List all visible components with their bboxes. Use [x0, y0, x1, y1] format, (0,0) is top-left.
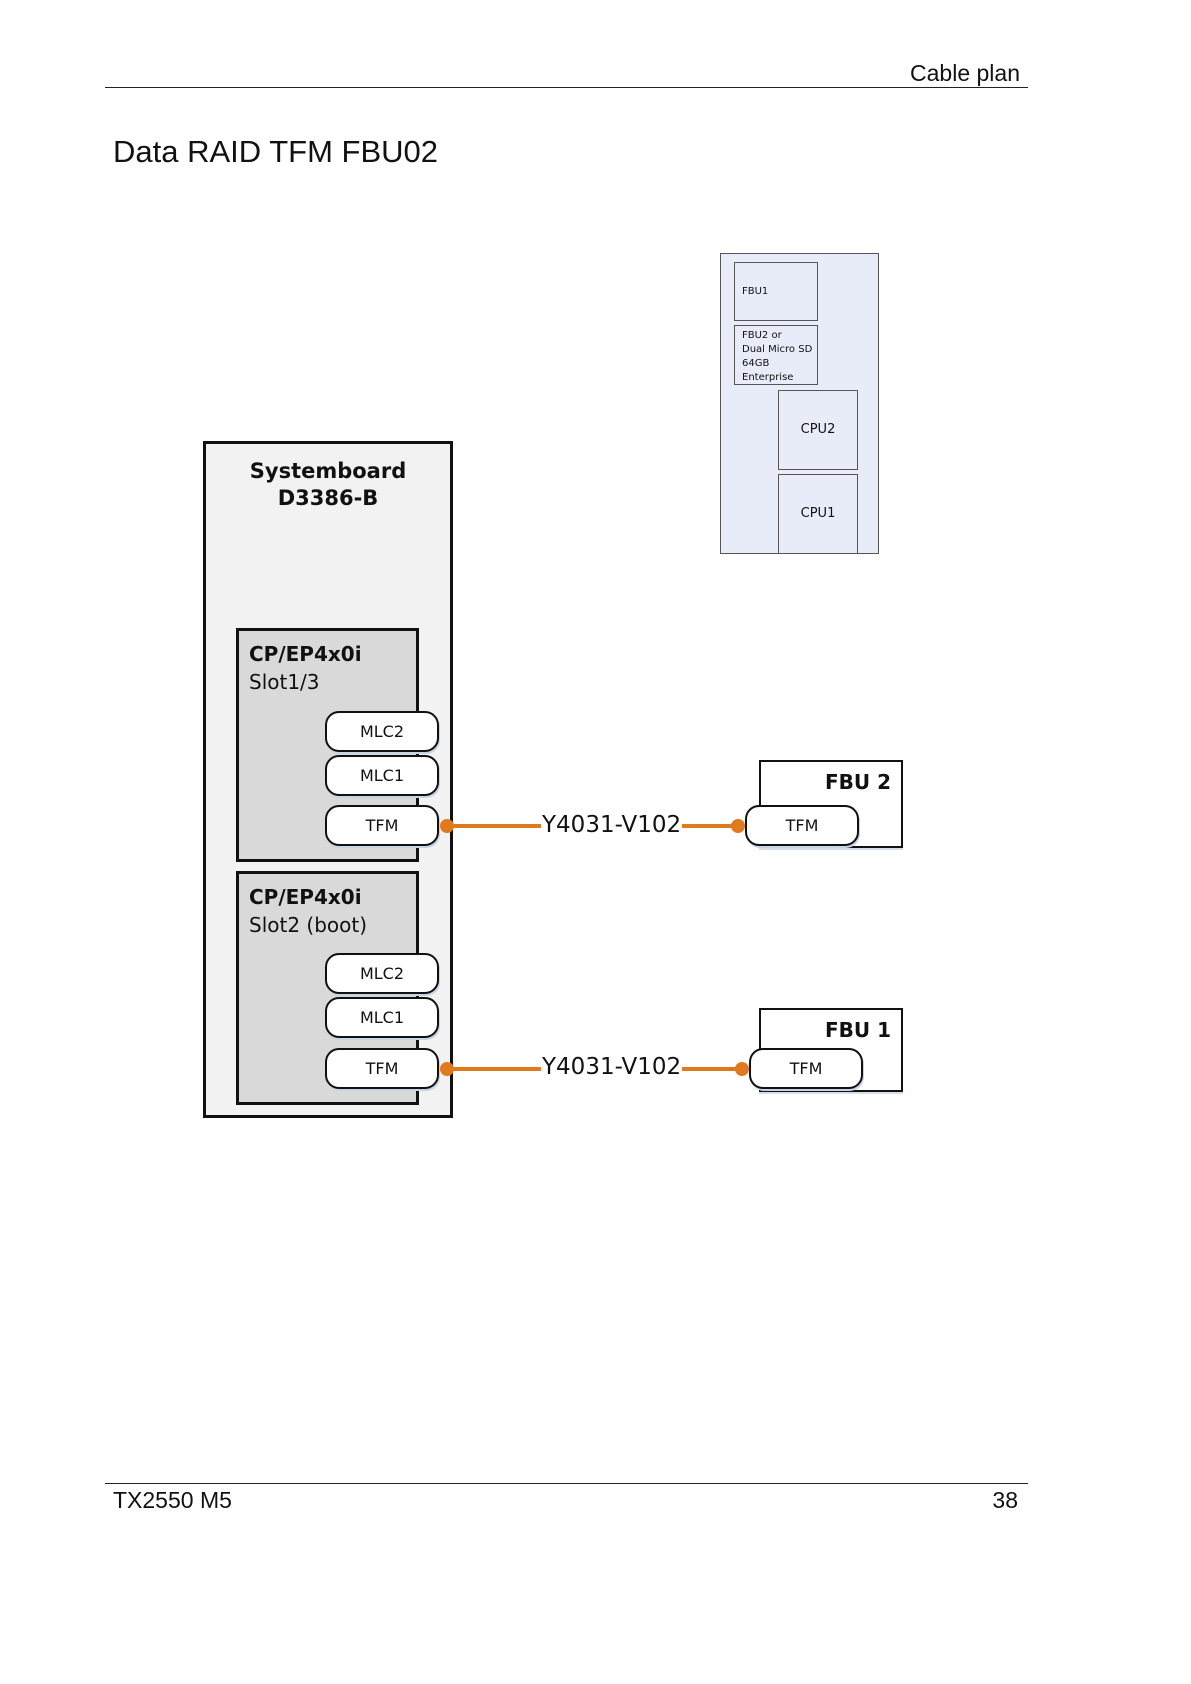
card2-port-tfm: TFM [325, 1048, 439, 1089]
header-rule [105, 87, 1028, 88]
card-title: CP/EP4x0i [249, 885, 362, 909]
systemboard-name: Systemboard [206, 458, 450, 485]
overview-fbu2-line: Dual Micro SD [742, 343, 817, 357]
systemboard-model: D3386-B [206, 485, 450, 512]
footer-page-number: 38 [992, 1487, 1018, 1514]
page-title: Data RAID TFM FBU02 [113, 134, 438, 170]
fbu1-port-tfm: TFM [749, 1048, 863, 1089]
footer-rule [105, 1483, 1028, 1484]
card-slot: Slot1/3 [249, 670, 320, 694]
fbu-title: FBU 1 [825, 1018, 891, 1042]
overview-fbu1-label: FBU1 [742, 286, 768, 297]
cable-label-1: Y4031-V102 [541, 811, 682, 839]
overview-cpu2-box: CPU2 [778, 390, 858, 470]
card1-port-tfm: TFM [325, 805, 439, 846]
overview-cpu1-box: CPU1 [778, 474, 858, 554]
cable-endpoint [440, 819, 454, 833]
header-section-title: Cable plan [910, 60, 1020, 87]
fbu-title: FBU 2 [825, 770, 891, 794]
card1-port-mlc2: MLC2 [325, 711, 439, 752]
card-slot: Slot2 (boot) [249, 913, 367, 937]
footer-model: TX2550 M5 [113, 1487, 232, 1514]
cable-endpoint [735, 1062, 749, 1076]
card2-port-mlc1: MLC1 [325, 997, 439, 1038]
overview-fbu2-line: Enterprise [742, 371, 817, 385]
cable-endpoint [731, 819, 745, 833]
overview-fbu2-line: FBU2 or [742, 329, 817, 343]
overview-cpu2-label: CPU2 [801, 422, 836, 437]
card2-port-mlc2: MLC2 [325, 953, 439, 994]
card1-port-mlc1: MLC1 [325, 755, 439, 796]
fbu2-port-tfm: TFM [745, 805, 859, 846]
overview-fbu1-box: FBU1 [734, 262, 818, 321]
cable-endpoint [440, 1062, 454, 1076]
overview-cpu1-label: CPU1 [801, 506, 836, 521]
overview-fbu2-box: FBU2 or Dual Micro SD 64GB Enterprise [734, 325, 818, 385]
cable-label-2: Y4031-V102 [541, 1053, 682, 1081]
board-overview: FBU1 FBU2 or Dual Micro SD 64GB Enterpri… [720, 253, 879, 554]
card-title: CP/EP4x0i [249, 642, 362, 666]
overview-fbu2-line: 64GB [742, 357, 817, 371]
